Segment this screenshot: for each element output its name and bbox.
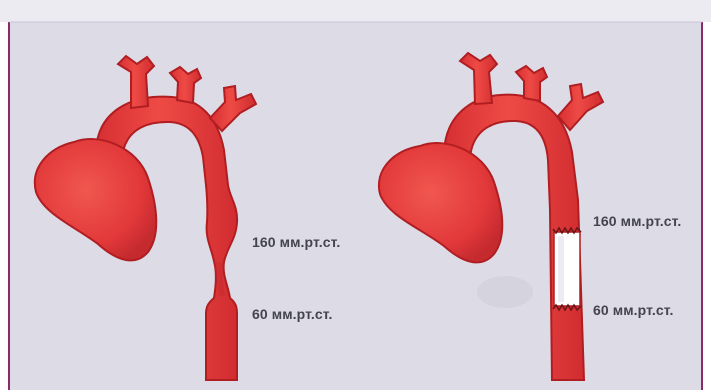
right-graft (554, 232, 580, 306)
background-smudge (477, 276, 533, 308)
right-upper-pressure-label: 160 мм.рт.ст. (593, 213, 681, 229)
right-lower-pressure-label: 60 мм.рт.ст. (593, 302, 673, 318)
top-strip (0, 0, 711, 22)
left-lower-pressure-label: 60 мм.рт.ст. (252, 306, 332, 322)
left-upper-pressure-label: 160 мм.рт.ст. (252, 234, 340, 250)
right-graft-shadow (558, 236, 564, 302)
